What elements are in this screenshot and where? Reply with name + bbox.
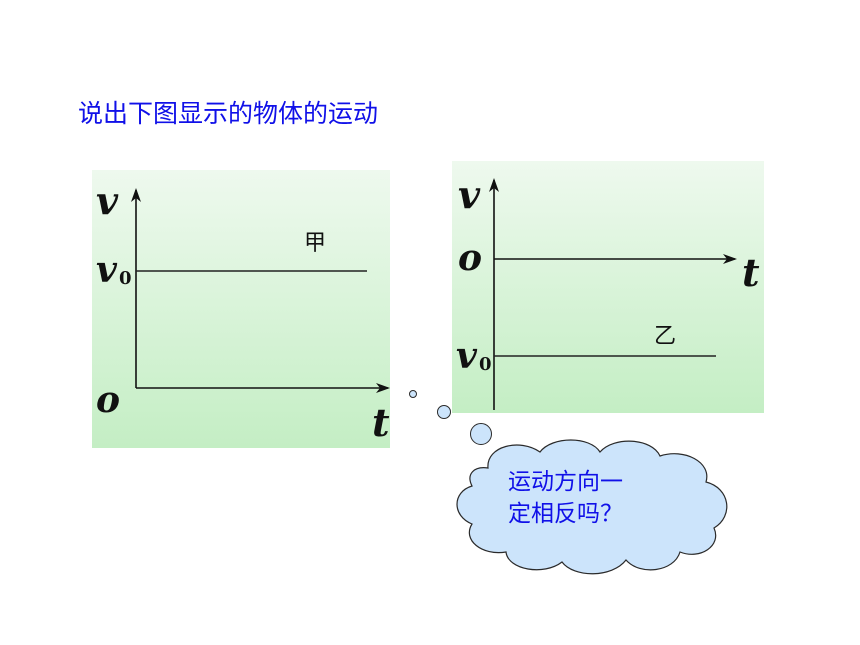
graph-b: v t o v 0 乙 xyxy=(452,161,764,413)
thought-dot-medium xyxy=(437,405,451,419)
slide-title: 说出下图显示的物体的运动 xyxy=(78,99,379,128)
graph-a-origin-label: o xyxy=(96,379,120,421)
graph-a-panel xyxy=(92,170,390,448)
graph-b-panel xyxy=(452,161,764,413)
bubble-line-2: 定相反吗？ xyxy=(508,501,623,527)
graph-a-name: 甲 xyxy=(304,231,326,256)
graph-b-name: 乙 xyxy=(654,324,676,349)
graph-b-v0-label: v xyxy=(456,335,478,377)
graph-b-origin-label: o xyxy=(458,237,482,279)
graph-b-v-label: v xyxy=(458,172,481,217)
graph-b-t-label: t xyxy=(742,250,760,295)
bubble-question: 运动方向一 定相反吗？ xyxy=(508,466,668,530)
graph-b-v0-subscript: 0 xyxy=(479,354,492,375)
graph-a-t-label: t xyxy=(372,400,390,445)
thought-dot-small xyxy=(409,390,417,398)
bubble-line-1: 运动方向一 xyxy=(508,469,623,495)
graph-a-v0-subscript: 0 xyxy=(119,268,132,289)
cloud-shape xyxy=(456,439,728,575)
graph-a-v0-label: v xyxy=(96,249,118,291)
thought-dot-large xyxy=(470,423,492,445)
graph-a-v-label: v xyxy=(96,178,119,223)
graph-a: v t o v 0 甲 xyxy=(92,170,390,448)
thought-bubble xyxy=(409,390,728,575)
